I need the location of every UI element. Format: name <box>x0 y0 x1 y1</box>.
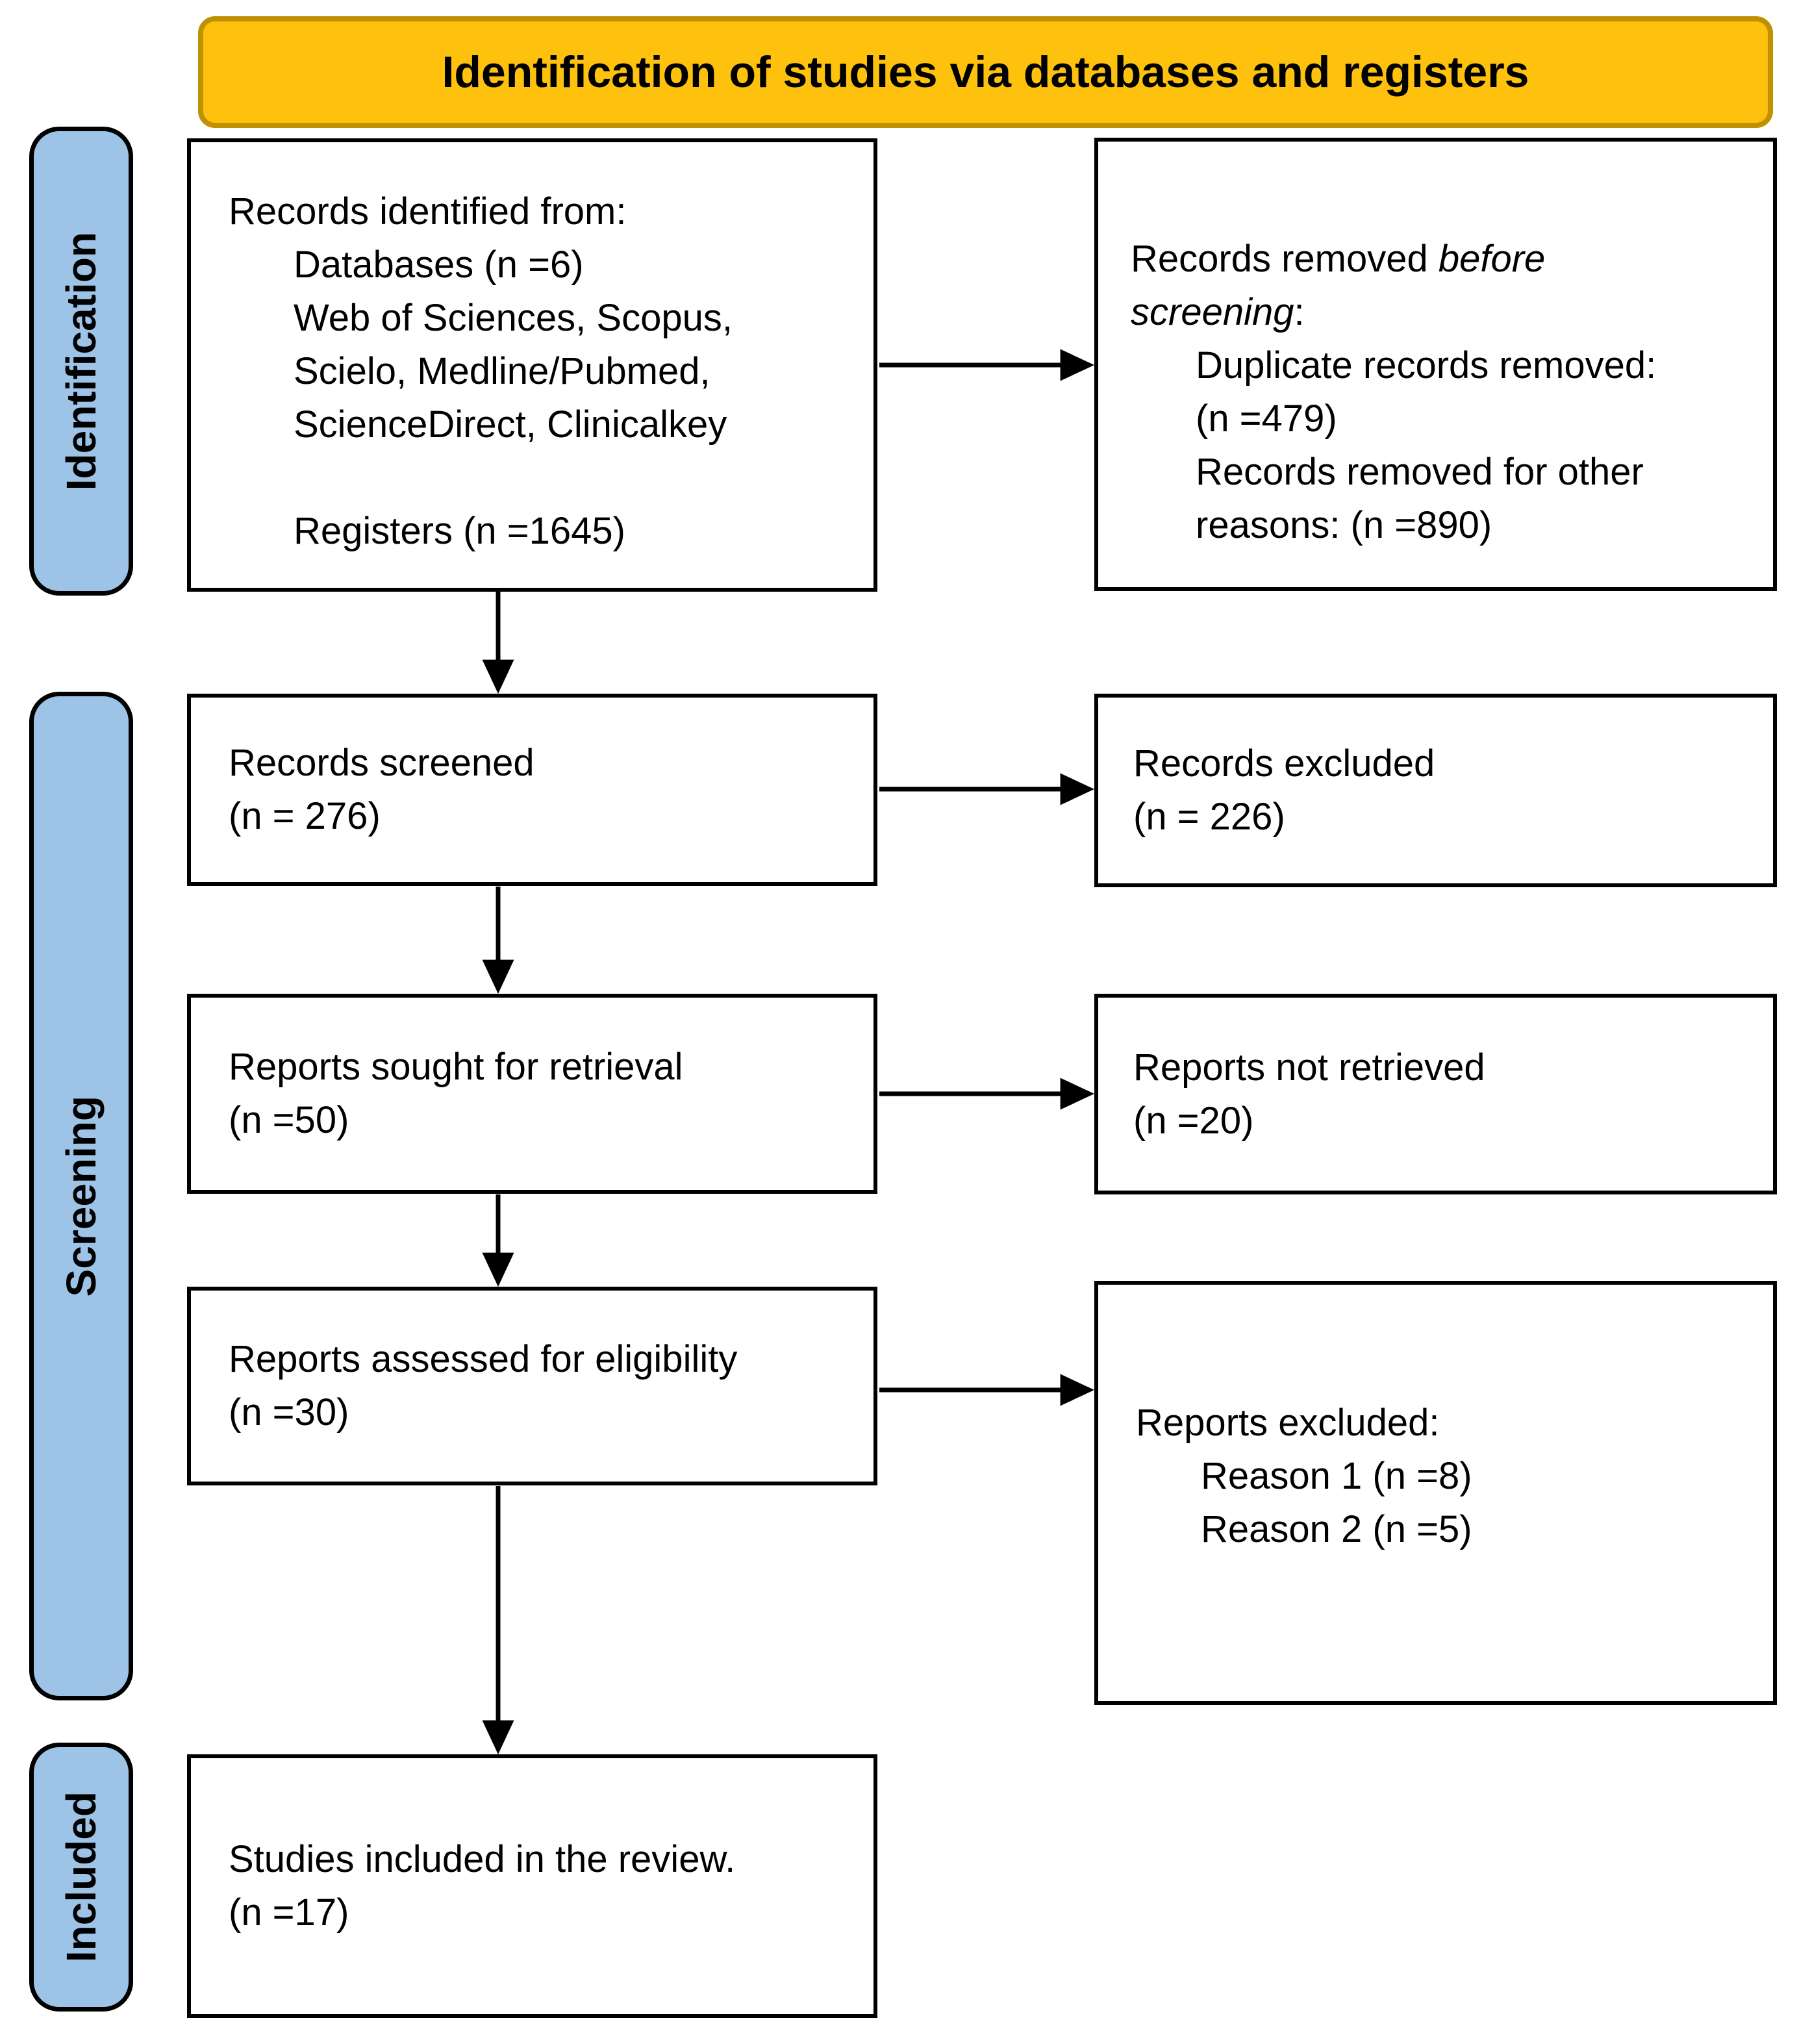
reports-assessed-line1: Reports assessed for eligibility <box>229 1338 738 1380</box>
records-identified-source-line: Scielo, Medline/Pubmed, <box>294 350 710 392</box>
reports-not-retrieved-count: (n =20) <box>1133 1099 1254 1142</box>
reports-excluded-line1: Reports excluded: <box>1136 1402 1440 1444</box>
stage-label-included-text: Included <box>58 1791 105 1963</box>
reports-excluded-reason2: Reason 2 (n =5) <box>1201 1508 1472 1550</box>
box-records-excluded: Records excluded (n = 226) <box>1094 694 1777 887</box>
stage-label-included: Included <box>29 1743 133 2012</box>
records-removed-duplicates: Duplicate records removed: <box>1196 344 1657 386</box>
records-screened-line1: Records screened <box>229 742 534 784</box>
records-identified-registers: Registers (n =1645) <box>294 510 625 552</box>
records-excluded-line1: Records excluded <box>1133 742 1435 785</box>
records-identified-source-line: Web of Sciences, Scopus, <box>294 297 733 339</box>
reports-sought-count: (n =50) <box>229 1099 349 1141</box>
studies-included-count: (n =17) <box>229 1891 349 1934</box>
records-removed-other: Records removed for other <box>1196 451 1644 493</box>
stage-label-identification-text: Identification <box>58 231 105 491</box>
box-records-removed-before-screening: Records removed before screening: Duplic… <box>1094 138 1777 591</box>
box-reports-not-retrieved: Reports not retrieved (n =20) <box>1094 994 1777 1194</box>
box-reports-excluded: Reports excluded: Reason 1 (n =8) Reason… <box>1094 1281 1777 1705</box>
reports-assessed-count: (n =30) <box>229 1391 349 1433</box>
records-screened-count: (n = 276) <box>229 795 381 837</box>
reports-sought-line1: Reports sought for retrieval <box>229 1046 683 1088</box>
box-reports-sought-for-retrieval: Reports sought for retrieval (n =50) <box>187 994 877 1194</box>
records-removed-other-n: reasons: (n =890) <box>1196 504 1492 546</box>
reports-not-retrieved-line1: Reports not retrieved <box>1133 1046 1485 1089</box>
records-removed-duplicates-n: (n =479) <box>1196 397 1337 440</box>
records-removed-line1: Records removed before <box>1131 238 1546 280</box>
title-banner-text: Identification of studies via databases … <box>442 47 1529 97</box>
records-excluded-count: (n = 226) <box>1133 796 1285 838</box>
box-records-identified: Records identified from: Databases (n =6… <box>187 138 877 592</box>
stage-label-screening-text: Screening <box>58 1095 105 1297</box>
box-records-screened: Records screened (n = 276) <box>187 694 877 886</box>
stage-label-identification: Identification <box>29 127 133 596</box>
title-banner: Identification of studies via databases … <box>198 16 1773 128</box>
records-removed-line2: screening: <box>1131 291 1305 333</box>
stage-label-screening: Screening <box>29 692 133 1700</box>
box-studies-included: Studies included in the review. (n =17) <box>187 1754 877 2018</box>
reports-excluded-reason1: Reason 1 (n =8) <box>1201 1455 1472 1497</box>
box-reports-assessed-for-eligibility: Reports assessed for eligibility (n =30) <box>187 1287 877 1485</box>
records-identified-intro: Records identified from: <box>229 190 627 233</box>
records-identified-databases: Databases (n =6) <box>294 244 584 286</box>
records-identified-source-line: ScienceDirect, Clinicalkey <box>294 403 727 446</box>
studies-included-line1: Studies included in the review. <box>229 1838 736 1880</box>
